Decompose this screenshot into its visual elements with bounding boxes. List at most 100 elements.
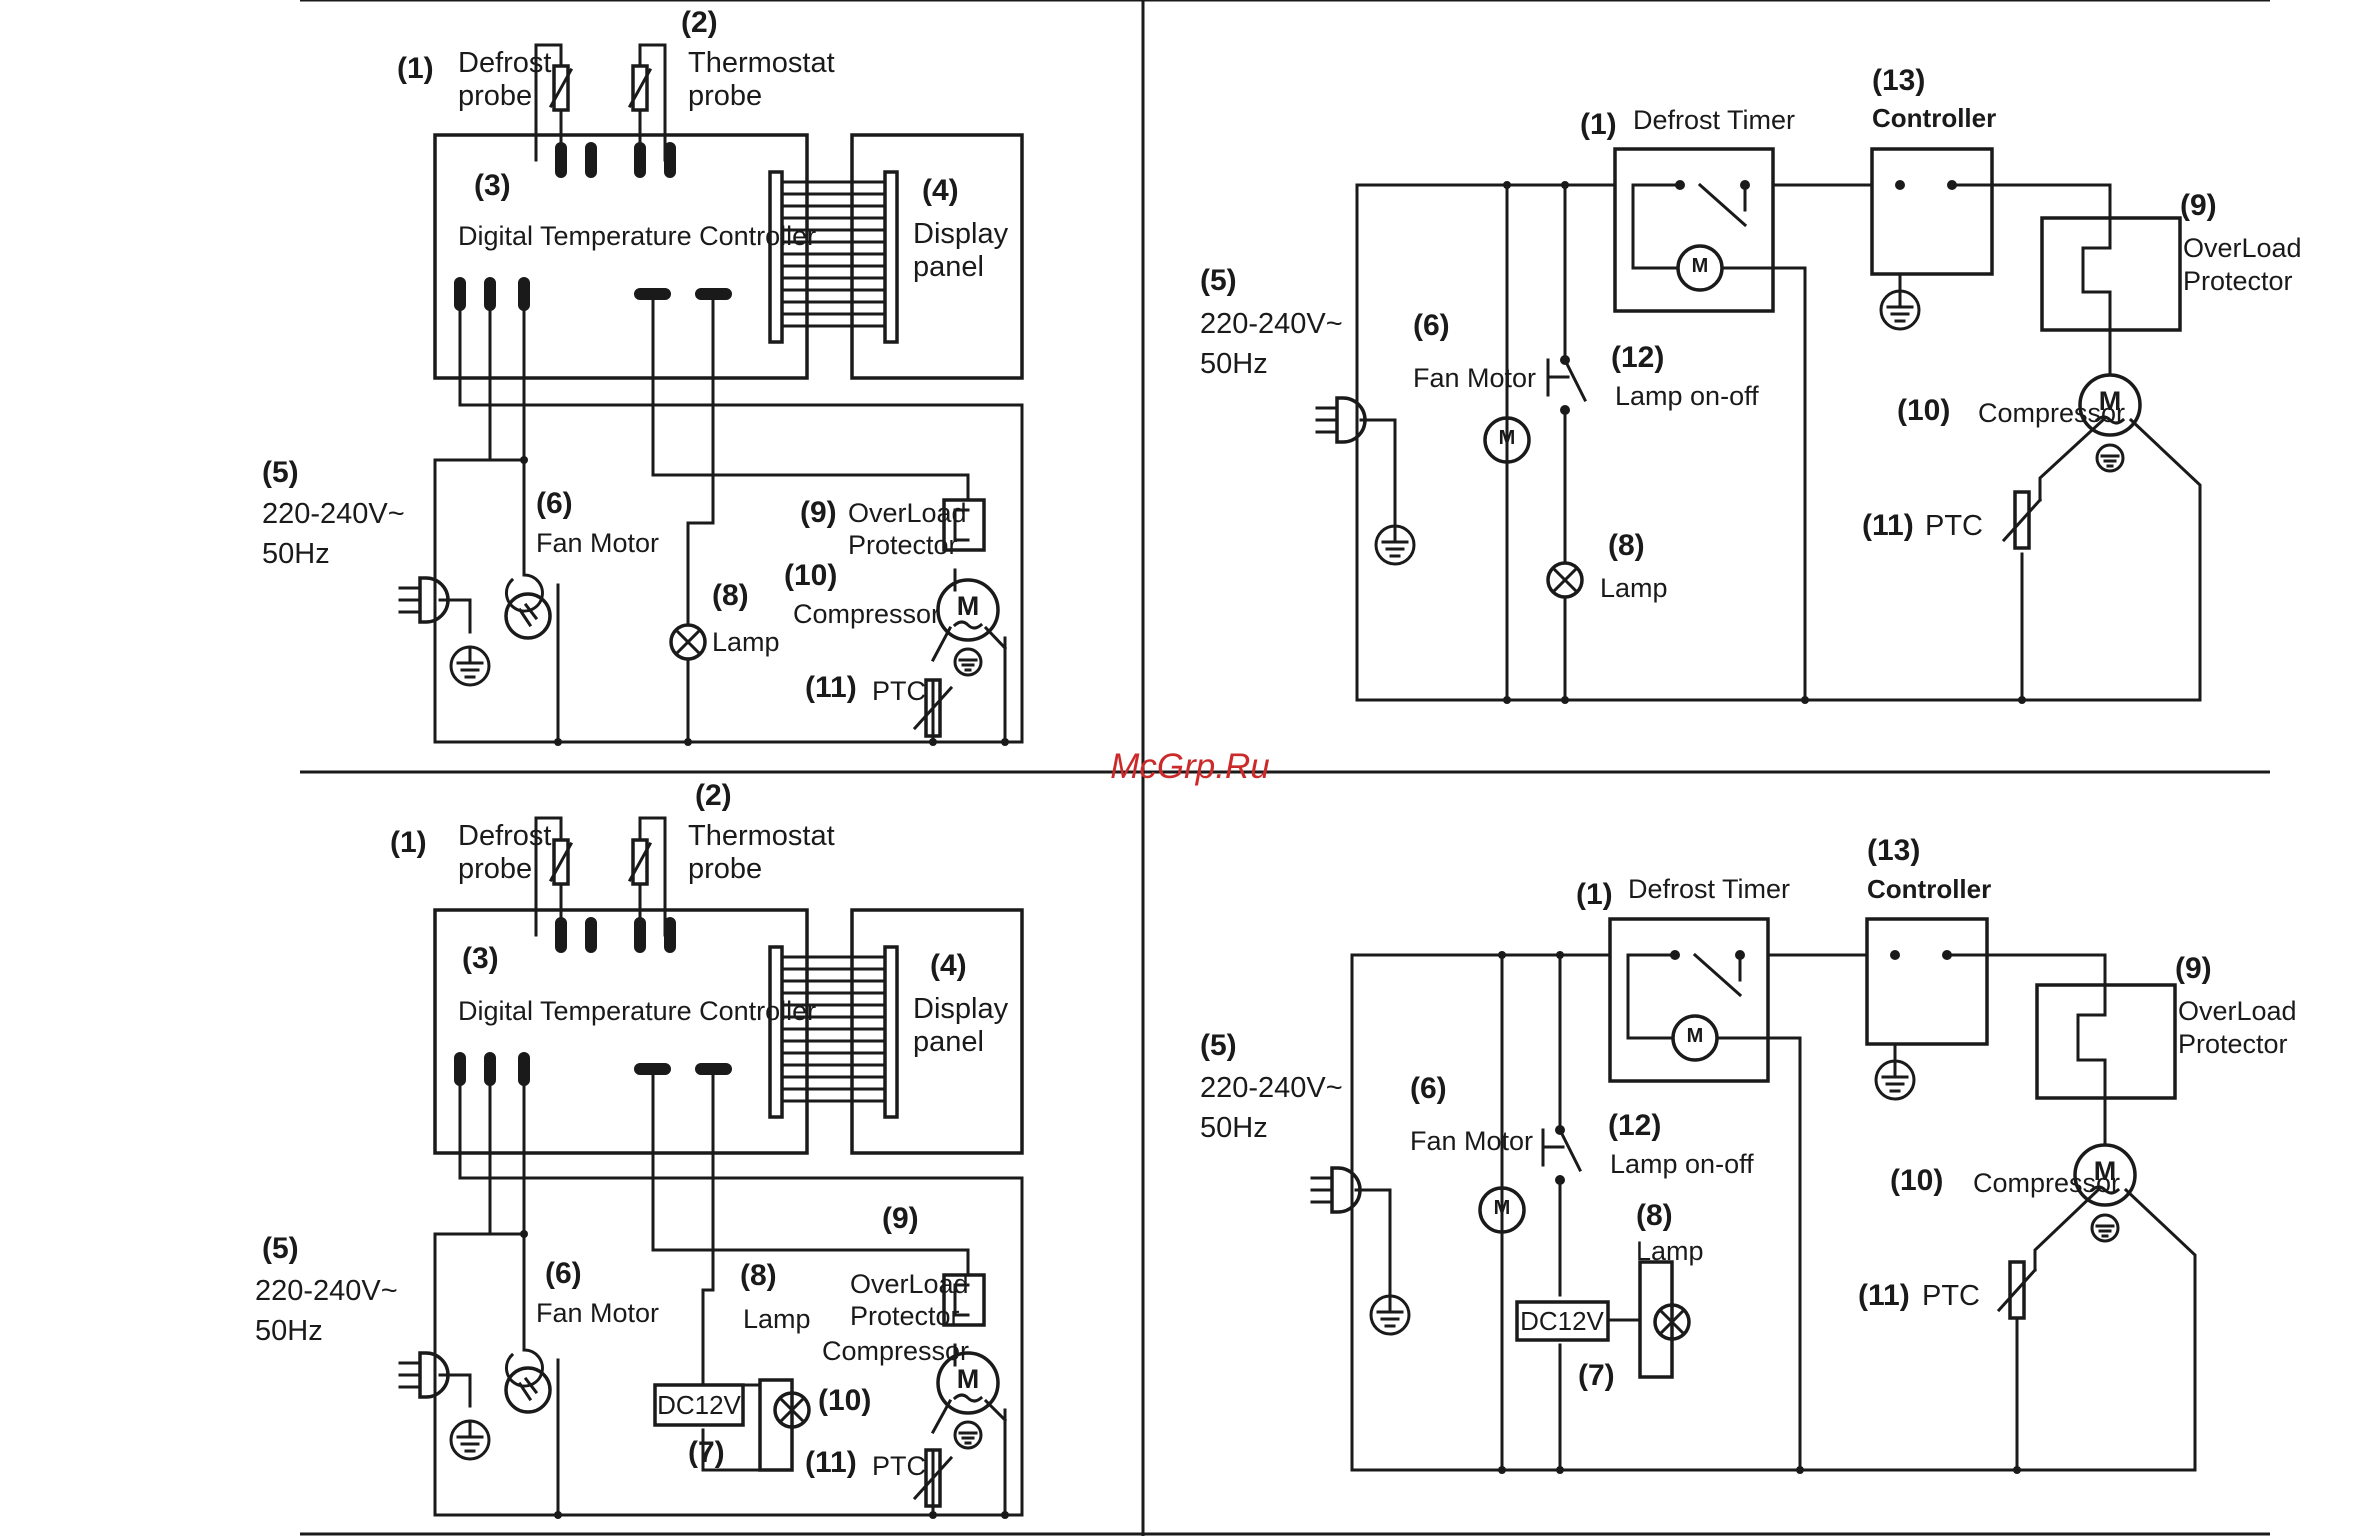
label-n3: (3) [462, 942, 499, 975]
compressor-leads [930, 625, 1008, 663]
label-ptc: PTC [872, 676, 926, 706]
label-voltage: 220-240V~ [1200, 308, 1343, 340]
power-terminals [454, 1052, 530, 1086]
fan-motor-letter: M [1499, 427, 1516, 449]
motor-letter: M [2099, 386, 2122, 416]
display-panel-box [850, 133, 1024, 380]
label-defrost: Defrost [458, 47, 551, 79]
label-frequency: 50Hz [1200, 348, 1268, 380]
fan-motor-symbol [504, 1366, 552, 1414]
label-n8: (8) [740, 1259, 777, 1292]
compressor-wiring [2020, 328, 2112, 702]
lamp-bracket [1638, 1260, 1674, 1379]
compressor-motor-symbol: M [936, 1351, 1000, 1415]
timer-motor-letter: M [1687, 1025, 1704, 1047]
label-lamp: Lamp [1600, 573, 1668, 603]
branch-wiring [1500, 952, 1743, 1472]
lower-circuit-wiring [433, 292, 1024, 744]
label-n10: (10) [818, 1384, 871, 1417]
power-plug [398, 576, 472, 624]
label-voltage: 220-240V~ [1200, 1072, 1343, 1104]
label-n13: (13) [1872, 64, 1925, 97]
label-compressor: Compressor [822, 1336, 969, 1366]
label-n5: (5) [1200, 264, 1237, 297]
compressor-leads [930, 1398, 1008, 1435]
overload-protector-symbol [942, 498, 986, 552]
label-n7: (7) [688, 1436, 725, 1469]
junction-dots [520, 456, 1009, 746]
dc12v-box [653, 1383, 745, 1427]
defrost-timer-motor: M [1671, 1014, 1719, 1062]
label-lamp-switch: Lamp on-off [1615, 381, 1759, 411]
main-loop-wiring [1355, 183, 2202, 702]
controller-box [433, 133, 809, 380]
label-fan-motor: Fan Motor [536, 1298, 659, 1328]
label-n1: (1) [397, 52, 434, 85]
label-controller: Digital Temperature Controller [458, 996, 816, 1026]
lamp-symbol [1546, 561, 1584, 599]
label-fan-motor: Fan Motor [1410, 1126, 1533, 1156]
ground-symbol [449, 1419, 491, 1461]
label-n1: (1) [1576, 878, 1613, 911]
label-n12: (12) [1611, 341, 1664, 374]
label-controller: Digital Temperature Controller [458, 221, 816, 251]
power-plug [1310, 953, 1392, 1297]
panel-top-left: M (1) Defrost probe (2) Thermostat probe… [262, 6, 1024, 746]
label-lamp-switch: Lamp on-off [1610, 1149, 1754, 1179]
label-defrost-timer: Defrost Timer [1628, 874, 1790, 904]
label-lamp: Lamp [743, 1304, 811, 1334]
label-n4: (4) [930, 949, 967, 982]
label-protector: Protector [2178, 1029, 2288, 1059]
label-overload: OverLoad [850, 1269, 969, 1299]
label-n11: (11) [1858, 1279, 1910, 1312]
label-n11: (11) [805, 1446, 857, 1479]
label-n11: (11) [1862, 509, 1914, 542]
controller-13-box [1865, 917, 1989, 1046]
timer-motor-letter: M [1692, 255, 1709, 277]
ground-symbol [449, 645, 491, 687]
label-defrost-timer: Defrost Timer [1633, 105, 1795, 135]
power-plug [1315, 183, 1397, 527]
label-n8: (8) [1608, 529, 1645, 562]
lamp-switch-symbol [1546, 355, 1588, 415]
dc-lamp-wiring [1606, 1288, 1642, 1352]
timer-motor-wiring [1631, 183, 1807, 702]
panel-bottom-left: DC12V M (1) Defrost probe (2) Thermostat… [255, 779, 1024, 1519]
junction-dots [1498, 951, 2021, 1474]
panel-bottom-right: M M M DC12V [1200, 834, 2297, 1474]
label-n4: (4) [922, 174, 959, 207]
label-dc12v: DC12V [1520, 1306, 1604, 1336]
label-n9: (9) [2175, 952, 2212, 985]
lamp-bracket [758, 1378, 794, 1472]
watermark-text: McGrp.Ru [1110, 747, 1269, 786]
label-n5: (5) [262, 1232, 299, 1265]
compressor-motor-symbol: M [936, 578, 1000, 642]
ptc-symbol [2002, 490, 2042, 550]
label-n6: (6) [545, 1257, 582, 1290]
label-overload: OverLoad [2183, 233, 2302, 263]
controller-box [433, 908, 809, 1155]
overload-element [2076, 983, 2107, 1100]
label-n5: (5) [1200, 1029, 1237, 1062]
label-n10: (10) [784, 559, 837, 592]
label-n9: (9) [882, 1202, 919, 1235]
overload-element [2081, 216, 2112, 332]
label-n8: (8) [1636, 1199, 1673, 1232]
controller-13-box [1870, 147, 1994, 276]
label-n3: (3) [474, 169, 511, 202]
label-frequency: 50Hz [1200, 1112, 1268, 1144]
label-n6: (6) [1413, 309, 1450, 342]
compressor-ground [2095, 443, 2125, 473]
label-defrost-probe: probe [458, 853, 532, 885]
label-n7: (7) [1578, 1359, 1615, 1392]
fan-motor-symbol [504, 592, 552, 640]
label-compressor: Compressor [1973, 1168, 2120, 1198]
label-controller: Controller [1867, 874, 1991, 904]
thermostat-probe-symbol [628, 816, 667, 937]
ground-symbol [1374, 524, 1416, 566]
probe-terminals [555, 917, 676, 953]
label-thermostat-probe: probe [688, 853, 762, 885]
sheet-frame [300, 0, 2270, 1536]
display-panel-box [850, 908, 1024, 1155]
